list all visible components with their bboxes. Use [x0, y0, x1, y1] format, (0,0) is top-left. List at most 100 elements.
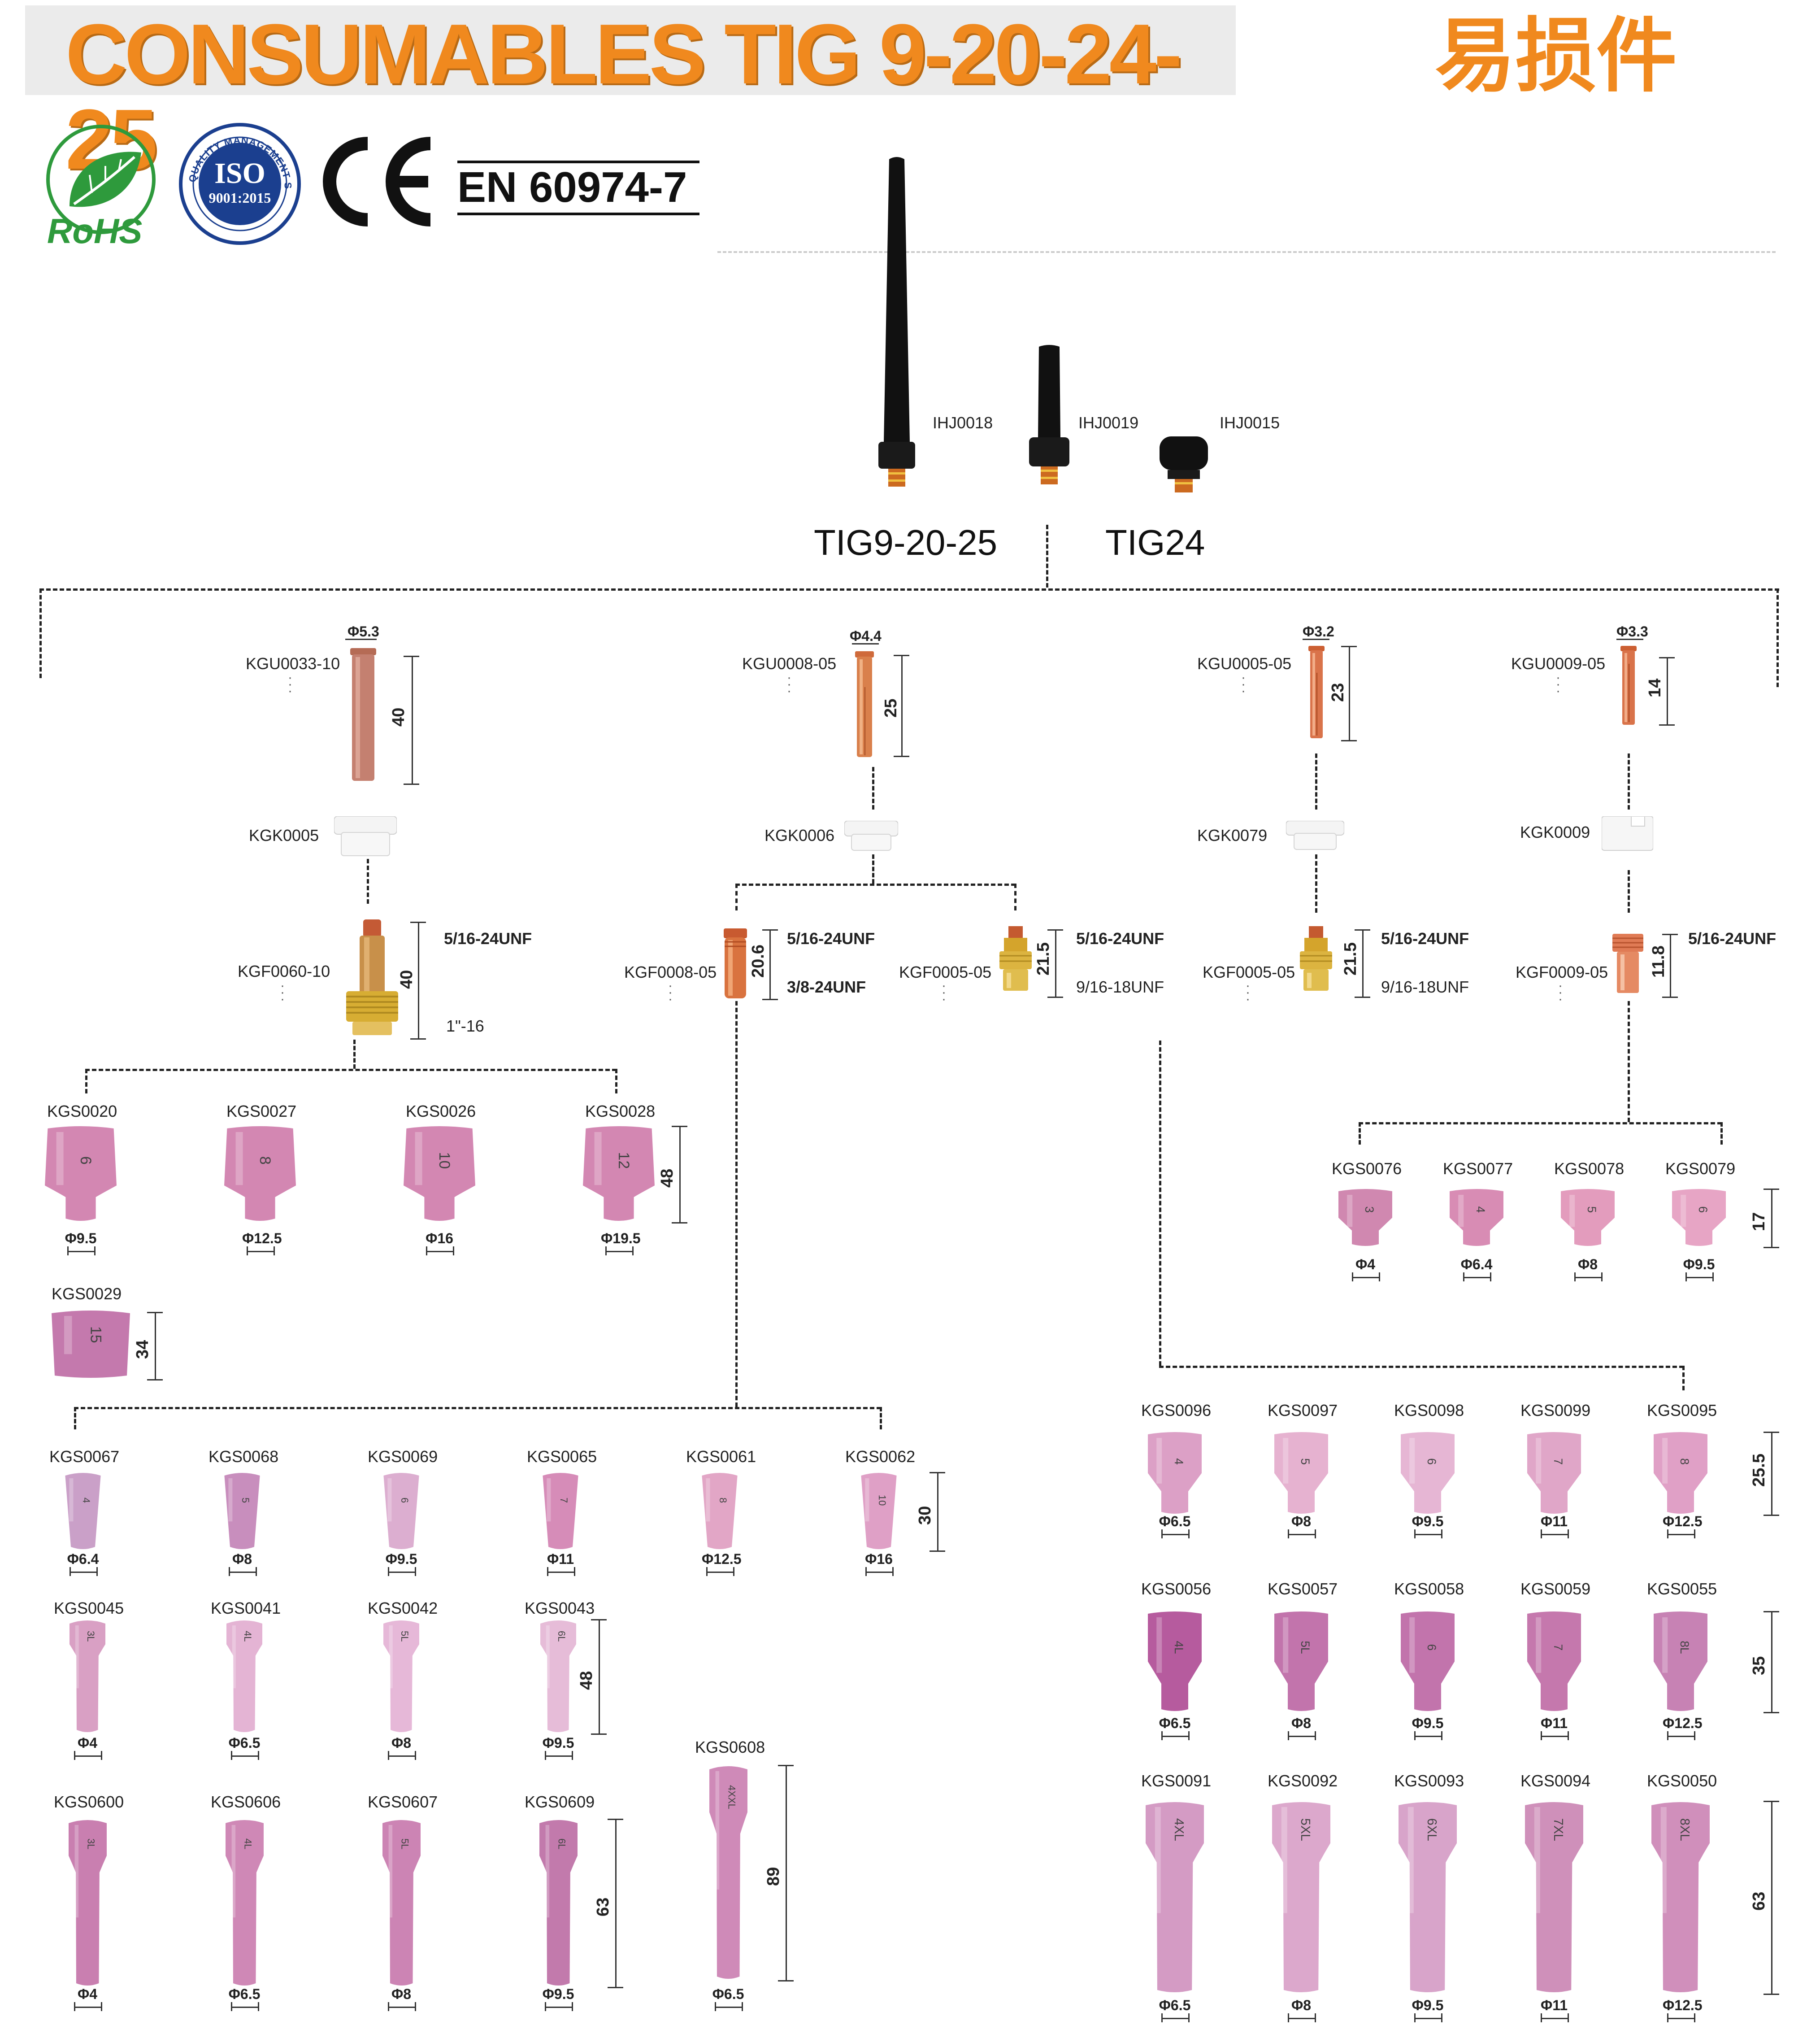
dimension-tick: [1764, 1515, 1779, 1516]
dimension-tick: [1441, 2013, 1442, 2022]
dimension-tick: [247, 1246, 248, 1255]
dimension-tick: [1667, 1529, 1668, 1538]
ceramic-cup-image: 6: [1401, 1432, 1455, 1515]
dimension-line: [74, 2007, 101, 2008]
ceramic-cup-image: 5: [1274, 1432, 1328, 1515]
dimension-tick: [1685, 1272, 1687, 1281]
dimension-tick: [574, 1567, 575, 1576]
dimension-tick: [1161, 1731, 1163, 1740]
cup-diameter: Φ6.5: [1159, 1715, 1191, 1731]
cup-size-marking: 4L: [242, 1838, 253, 1849]
dimension-line: [1667, 1534, 1694, 1535]
dimension-tick: [1764, 1247, 1779, 1248]
dimension-line: [615, 1819, 617, 1987]
dimension-tick: [1414, 2013, 1416, 2022]
tree-line: [85, 1069, 87, 1093]
dimension-tick: [453, 1246, 454, 1255]
dimension-line: [1667, 657, 1668, 724]
dimension-tick: [930, 1472, 945, 1473]
dimension-line: [388, 1755, 415, 1757]
dimension-line: [1288, 2018, 1315, 2019]
dimension-tick: [572, 2002, 573, 2011]
dimension-line: [229, 1572, 256, 1573]
thread-spec: 3/8-24UNF: [787, 978, 866, 996]
tree-line: [1359, 1122, 1361, 1145]
cup-code: KGS0094: [1520, 1772, 1591, 1790]
dimension-tick: [1047, 929, 1063, 931]
ceramic-cup-image: 3: [1338, 1189, 1392, 1247]
ceramic-cup-image: 4: [63, 1472, 103, 1550]
thread-spec: 9/16-18UNF: [1381, 978, 1469, 996]
tree-line: [353, 1040, 356, 1069]
dimension-tick: [1315, 2013, 1316, 2022]
cup-code: KGS0076: [1332, 1159, 1402, 1178]
ceramic-cup-image: 12: [583, 1126, 655, 1222]
body-length: 20.6: [749, 945, 768, 978]
cup-diameter: Φ9.5: [542, 1735, 574, 1751]
dimension-line: [1616, 639, 1643, 640]
cup-diameter: Φ8: [1577, 1256, 1598, 1272]
dimension-line: [1362, 929, 1364, 997]
cup-diameter: Φ6.5: [1159, 1513, 1191, 1529]
cup-code: KGS0062: [845, 1447, 916, 1466]
dimension-tick: [1355, 929, 1370, 931]
ceramic-cup-image: 6L: [540, 1619, 576, 1733]
cup-size-marking: 3L: [85, 1838, 96, 1849]
insulator-image: [1286, 820, 1345, 851]
back-cap-long-image: [872, 155, 921, 496]
collet-image: [1307, 646, 1326, 740]
cup-size-marking: 4: [81, 1498, 92, 1503]
title-banner: CONSUMABLES TIG 9-20-24-25: [25, 5, 1236, 182]
dimension-tick: [1662, 997, 1678, 998]
dimension-tick: [1712, 1272, 1714, 1281]
dimension-line: [1771, 1611, 1772, 1712]
cup-code: KGS0045: [54, 1599, 124, 1617]
ceramic-cup-image: 4XL: [1146, 1801, 1204, 1994]
cup-code: KGS0097: [1268, 1401, 1338, 1420]
tree-line: [1777, 588, 1779, 687]
dimension-tick: [1667, 1731, 1668, 1740]
dimension-tick: [632, 1246, 634, 1255]
dimension-tick: [706, 1567, 708, 1576]
cup-code: KGS0079: [1665, 1159, 1736, 1178]
cup-diameter: Φ8: [391, 1735, 412, 1751]
cup-size-marking: 4XXL: [726, 1785, 738, 1809]
cup-size-marking: 6XL: [1425, 1818, 1439, 1841]
ceramic-cup-image: 5: [1561, 1189, 1615, 1247]
ceramic-cup-image: 8: [224, 1126, 296, 1222]
norm-rule-bottom: [457, 213, 699, 215]
collet-length: 40: [389, 707, 408, 727]
dimension-tick: [1047, 997, 1063, 998]
cup-code: KGS0050: [1647, 1772, 1717, 1790]
dimension-line: [388, 2007, 415, 2008]
dimension-tick: [415, 1567, 416, 1576]
tree-line: [1159, 1366, 1684, 1368]
dimension-line: [418, 922, 419, 1038]
collet-image: [1620, 646, 1638, 727]
dimension-tick: [1541, 1529, 1542, 1538]
dimension-tick: [256, 1567, 257, 1576]
dimension-tick: [1463, 1272, 1464, 1281]
dimension-tick: [1288, 1529, 1289, 1538]
cup-diameter: Φ6.5: [228, 1986, 261, 2002]
dimension-tick: [1414, 1731, 1416, 1740]
cup-diameter: Φ12.5: [242, 1230, 282, 1246]
cup-code: KGS0095: [1647, 1401, 1717, 1420]
dimension-tick: [1355, 997, 1370, 998]
tree-line: [39, 588, 42, 678]
dimension-line: [545, 2007, 572, 2008]
dimension-tick: [1288, 2013, 1289, 2022]
insulator-image: [1601, 816, 1654, 852]
tree-line: [1315, 854, 1317, 913]
cup-height: 48: [577, 1671, 596, 1690]
collet-body-image: [722, 928, 749, 1000]
gas-lens-body-image: [336, 919, 408, 1038]
cup-diameter: Φ9.5: [1683, 1256, 1715, 1272]
dimension-tick: [101, 1751, 102, 1760]
dimension-line: [231, 2007, 258, 2008]
group-label-tig9-20-25: TIG9-20-25: [814, 523, 998, 562]
more-indicator: ···: [787, 670, 791, 698]
cup-size-marking: 8: [256, 1156, 274, 1165]
tree-line: [1628, 1001, 1630, 1122]
cup-height: 25.5: [1750, 1453, 1768, 1487]
